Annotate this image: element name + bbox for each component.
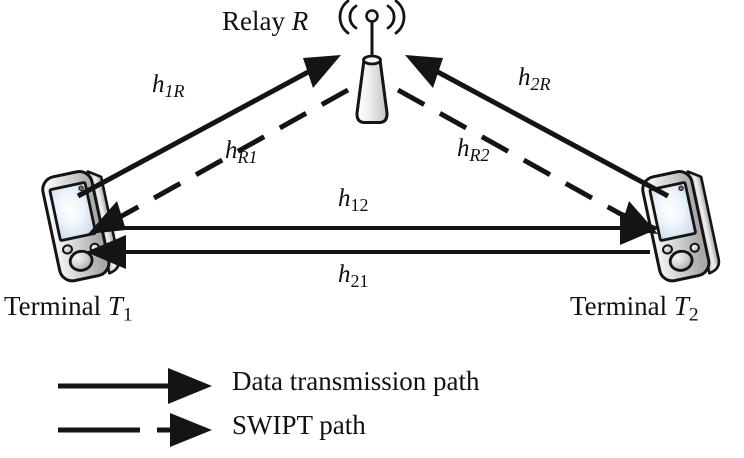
terminal-2-label: Terminal T2: [570, 293, 699, 325]
link-hR1-arrow: [88, 87, 350, 234]
link-hR2-arrow: [396, 87, 658, 234]
hR1-symbol: h: [225, 137, 238, 164]
h21-subscript: 21: [350, 271, 369, 292]
antenna-tower-icon: [338, 0, 406, 124]
link-h1R-arrow: [76, 55, 341, 199]
terminal-2-label-symbol: T: [673, 291, 689, 321]
h12-subscript: 12: [350, 195, 369, 216]
legend-item-swipt-path-label: SWIPT path: [232, 410, 366, 440]
terminal-1-label: Terminal T1: [4, 293, 133, 325]
h2R-symbol: h: [518, 64, 531, 91]
link-h21-arrow: [86, 235, 650, 269]
hR2-symbol: h: [457, 135, 470, 162]
channel-label-hR2: hR2: [457, 136, 490, 164]
channel-label-h21: h21: [338, 262, 369, 290]
terminal-2-label-subscript: 2: [688, 304, 699, 326]
terminal-1-label-symbol: T: [107, 291, 123, 321]
terminal-1-label-prefix: Terminal: [4, 291, 108, 321]
terminal-2-label-prefix: Terminal: [570, 291, 674, 321]
relay-label-prefix: Relay: [222, 6, 292, 36]
relay-label-symbol: R: [291, 6, 309, 36]
relay-node-label: Relay R: [222, 8, 308, 35]
legend-dashed-arrow-icon: [58, 413, 212, 447]
h21-symbol: h: [338, 261, 351, 288]
hR1-subscript: R1: [237, 147, 258, 168]
channel-label-h12: h12: [338, 186, 369, 214]
channel-label-h2R: h2R: [518, 65, 551, 93]
h2R-subscript: 2R: [530, 74, 551, 95]
link-h12-arrow: [96, 211, 660, 245]
link-h2R-arrow: [405, 55, 670, 199]
h12-symbol: h: [338, 185, 351, 212]
h1R-subscript: 1R: [164, 81, 185, 102]
hR2-subscript: R2: [469, 145, 490, 166]
channel-label-h1R: h1R: [152, 72, 185, 100]
terminal-1-label-subscript: 1: [122, 304, 133, 326]
h1R-symbol: h: [152, 71, 165, 98]
legend-solid-arrow-icon: [58, 368, 212, 404]
channel-label-hR1: hR1: [225, 138, 258, 166]
pda-device-icon-terminal-2: [641, 170, 721, 283]
legend-item-data-path-label: Data transmission path: [232, 366, 480, 396]
